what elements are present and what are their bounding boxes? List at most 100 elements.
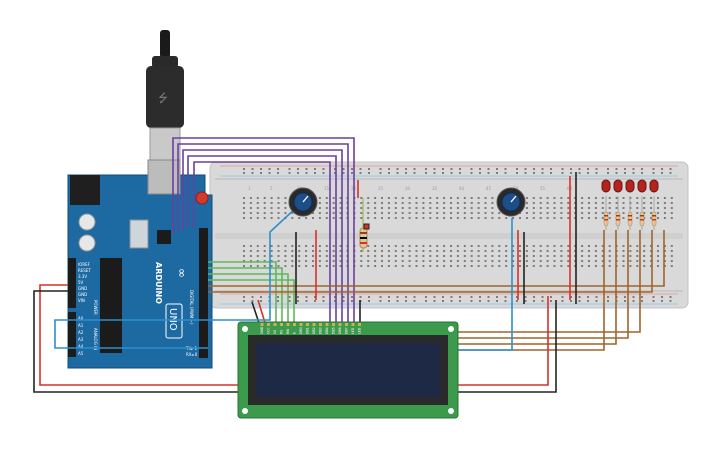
reset-button[interactable]	[195, 191, 209, 205]
led[interactable]	[649, 179, 659, 193]
lcd-pin	[325, 323, 329, 326]
breadboard-hole	[270, 202, 273, 204]
wire-brown[interactable]	[458, 230, 641, 333]
breadboard-hole	[401, 207, 404, 209]
breadboard-hole	[422, 265, 425, 267]
col-number: 45	[486, 186, 492, 191]
rail-hole	[652, 168, 655, 170]
pin-label: A1	[78, 323, 84, 328]
breadboard-hole	[291, 260, 294, 262]
breadboard-hole	[594, 255, 597, 257]
led-array[interactable]	[601, 179, 659, 230]
breadboard-hole	[429, 255, 432, 257]
breadboard-hole	[553, 265, 556, 267]
green-wires[interactable]	[208, 261, 295, 326]
breadboard-hole	[463, 260, 466, 262]
led[interactable]	[637, 179, 647, 193]
rail-hole	[487, 172, 490, 174]
wire-purple[interactable]	[182, 149, 343, 326]
breadboard-hole	[491, 212, 494, 214]
breadboard-hole	[339, 250, 342, 252]
breadboard-hole	[470, 265, 473, 267]
breadboard-hole	[270, 207, 273, 209]
pot-indicator	[302, 195, 309, 203]
breadboard-hole	[498, 260, 501, 262]
rail-hole	[342, 296, 345, 298]
col-number: 1	[248, 186, 251, 191]
wire-brown[interactable]	[458, 230, 617, 345]
wire-blue-pot1[interactable]	[54, 205, 299, 349]
wire-brown[interactable]	[208, 230, 653, 293]
wire-blue-pot2[interactable]	[458, 218, 513, 351]
wire-green[interactable]	[208, 267, 283, 326]
mount-hole	[448, 408, 454, 414]
capacitor-icon	[78, 234, 96, 252]
breadboard-hole	[532, 207, 535, 209]
breadboard-hole	[477, 265, 480, 267]
wire-red-5v[interactable]	[39, 284, 549, 386]
usb-cable[interactable]: ⭍	[146, 30, 184, 163]
wire-green[interactable]	[208, 279, 295, 326]
power-section-label: POWER	[93, 300, 98, 315]
breadboard-hole	[567, 260, 570, 262]
breadboard-hole	[394, 207, 397, 209]
rail-hole	[570, 168, 572, 170]
rail-hole	[641, 300, 643, 302]
rail-hole	[578, 172, 581, 174]
blue-wires[interactable]	[54, 205, 513, 351]
rail-hole	[251, 172, 254, 174]
led[interactable]	[625, 179, 635, 193]
breadboard-hole	[615, 207, 618, 209]
breadboard-hole	[270, 255, 273, 257]
wire-green[interactable]	[208, 261, 277, 326]
rail-hole	[561, 296, 564, 298]
breadboard-hole	[491, 202, 494, 204]
breadboard-hole	[670, 197, 673, 199]
breadboard-hole	[657, 217, 659, 219]
led[interactable]	[613, 179, 623, 193]
breadboard-hole	[546, 250, 549, 252]
breadboard-hole	[484, 207, 487, 209]
purple-wires[interactable]	[172, 137, 355, 326]
wire-purple[interactable]	[187, 155, 337, 326]
rail-hole	[652, 296, 655, 298]
resistor[interactable]	[359, 198, 370, 252]
wire-green[interactable]	[208, 273, 289, 326]
wire-brown[interactable]	[208, 230, 665, 287]
rail-hole	[396, 296, 399, 298]
arduino-uno-board[interactable]: IOREF RESET 3.3V 5V GND GND VIN A0 A1 A2…	[67, 159, 213, 369]
resistor-band	[652, 219, 656, 221]
wire-black-gnd[interactable]	[33, 290, 557, 393]
breadboard-hole	[670, 207, 673, 209]
resistor-band	[640, 219, 644, 221]
breadboard-hole	[622, 197, 625, 199]
breadboard-hole	[657, 260, 659, 262]
led[interactable]	[601, 179, 611, 193]
breadboard-hole	[601, 255, 604, 257]
breadboard-hole	[567, 207, 570, 209]
breadboard-hole	[367, 255, 370, 257]
breadboard-hole	[387, 255, 390, 257]
breadboard-hole	[367, 265, 370, 267]
wire-brown[interactable]	[458, 230, 629, 339]
breadboard-hole	[622, 212, 625, 214]
wire-purple[interactable]	[177, 143, 349, 326]
wire-purple[interactable]	[172, 137, 355, 326]
potentiometer-2[interactable]	[496, 187, 526, 217]
rail-hole	[632, 172, 635, 174]
breadboard-hole	[636, 245, 639, 247]
breadboard-hole	[560, 217, 563, 219]
breadboard-hole	[436, 207, 439, 209]
breadboard-hole	[484, 250, 487, 252]
breadboard-hole	[422, 250, 425, 252]
breadboard-hole	[546, 207, 549, 209]
rail-hole	[260, 168, 262, 170]
breadboard-hole	[284, 260, 287, 262]
rail-hole	[607, 300, 609, 302]
wire-purple[interactable]	[193, 161, 331, 326]
breadboard-hole	[339, 260, 342, 262]
breadboard-hole	[532, 217, 535, 219]
rail-hole	[425, 300, 427, 302]
potentiometer-1[interactable]	[288, 187, 318, 217]
